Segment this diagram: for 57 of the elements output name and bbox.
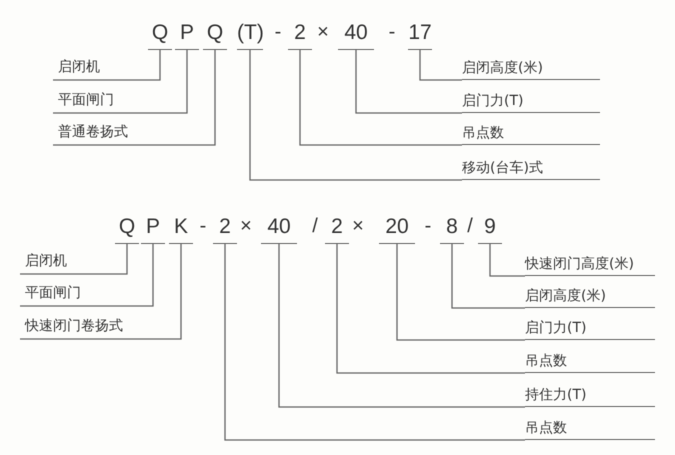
leader-line [355,50,462,114]
separator-symbol: - [388,20,396,45]
leader-line [20,244,154,307]
meaning-label: 移动(台车)式 [462,158,600,180]
leader-line [53,50,188,114]
code-character: (T) [237,19,263,50]
meaning-label: 快速闭门卷扬式 [20,316,123,338]
separator-symbol: / [466,214,474,239]
leader-line [451,244,525,309]
leader-line [396,244,525,341]
leader-line [249,50,462,181]
code-character: 40 [338,19,374,50]
leader-line [20,244,128,275]
code-character: K [169,213,193,244]
meaning-label: 启门力(T) [462,91,600,113]
leader-line [299,50,462,146]
leader-line [278,244,525,408]
separator-symbol: × [316,20,330,45]
meaning-label: 平面闸门 [20,283,81,305]
code-character: 40 [261,213,297,244]
leader-line [224,244,525,441]
code-character: Q [115,213,139,244]
code-character: 2 [288,19,312,50]
code-character: P [175,19,199,50]
meaning-label: 启闭机 [53,57,100,79]
meaning-label: 平面闸门 [53,90,114,112]
meaning-label: 持住力(T) [525,385,655,407]
meaning-label: 普通卷扬式 [53,122,128,144]
leader-line [489,244,525,277]
separator-symbol: × [239,214,253,239]
code-character: 20 [379,213,415,244]
code-character: 2 [325,213,349,244]
separator-symbol: - [274,20,282,45]
separator-symbol: / [311,214,319,239]
separator-symbol: - [424,214,432,239]
meaning-label: 吊点数 [462,123,600,145]
code-character: Q [148,19,172,50]
meaning-label: 快速闭门高度(米) [525,254,655,276]
meaning-label: 启闭机 [20,251,67,273]
code-character: 2 [213,213,237,244]
code-character: 8 [440,213,464,244]
leader-line [20,244,182,340]
meaning-label: 启闭高度(米) [525,286,655,308]
code-character: P [141,213,165,244]
leader-line [419,50,462,81]
meaning-label: 吊点数 [525,351,655,373]
meaning-label: 启门力(T) [525,318,655,340]
leader-line [53,50,216,146]
code-character: 9 [478,213,502,244]
leader-line [336,244,525,374]
code-character: 17 [408,19,432,50]
separator-symbol: - [198,214,208,239]
code-character: Q [203,19,227,50]
meaning-label: 吊点数 [525,418,655,440]
meaning-label: 启闭高度(米) [462,58,600,80]
separator-symbol: × [351,214,365,239]
leader-line [53,50,161,81]
